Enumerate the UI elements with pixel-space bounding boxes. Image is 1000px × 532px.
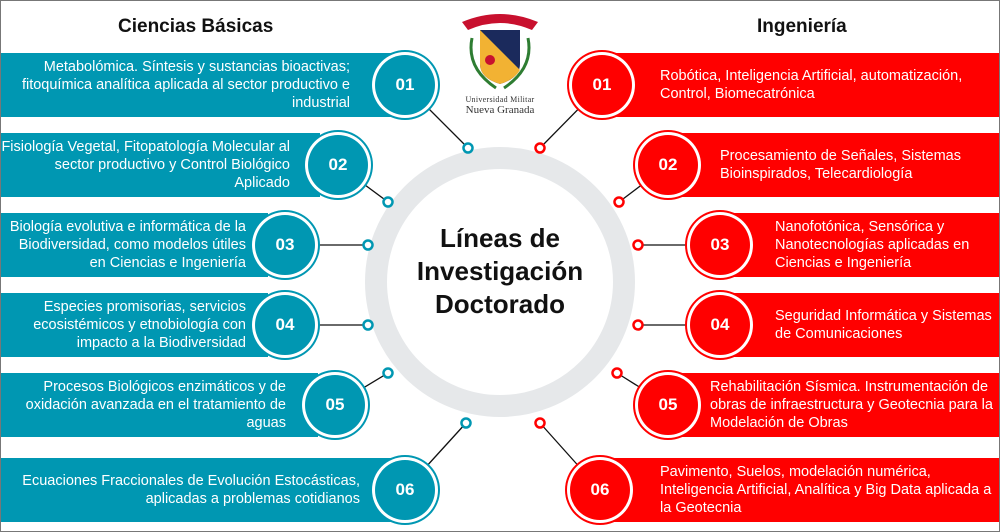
- ring-dot: [611, 367, 623, 379]
- line-text: Fisiología Vegetal, Fitopatología Molecu…: [1, 139, 290, 191]
- ring-dot: [460, 417, 472, 429]
- ingenieria-line-05: Rehabilitación Sísmica. Instrumentación …: [678, 373, 1000, 437]
- center-title-line: Doctorado: [435, 289, 565, 319]
- number-badge: 05: [305, 375, 365, 435]
- ring-dot: [534, 142, 546, 154]
- center-title: Líneas de Investigación Doctorado: [400, 222, 600, 321]
- header-ciencias-basicas: Ciencias Básicas: [118, 16, 274, 37]
- line-text: Pavimento, Suelos, modelación numérica, …: [660, 464, 992, 516]
- line-text: Procesos Biológicos enzimáticos y de oxi…: [25, 379, 286, 431]
- number-badge: 02: [638, 135, 698, 195]
- number-badge: 06: [570, 460, 630, 520]
- line-text: Biología evolutiva e informática de la B…: [9, 219, 246, 271]
- ring-dot: [382, 196, 394, 208]
- center-title-line: Líneas de: [440, 223, 560, 253]
- ring-dot: [462, 142, 474, 154]
- center-title-line: Investigación: [416, 256, 584, 286]
- ingenieria-line-04: Seguridad Informática y Sistemas de Comu…: [730, 293, 1000, 357]
- university-logo: Universidad Militar Nueva Granada: [452, 8, 548, 120]
- ring-dot: [362, 319, 374, 331]
- ciencias-line-04: Especies promisorias, servicios ecosisté…: [0, 293, 268, 357]
- number-badge: 04: [255, 295, 315, 355]
- line-text: Robótica, Inteligencia Artificial, autom…: [660, 68, 963, 102]
- line-text: Especies promisorias, servicios ecosisté…: [33, 299, 246, 351]
- number-badge: 02: [308, 135, 368, 195]
- line-text: Metabolómica. Síntesis y sustancias bioa…: [21, 59, 350, 111]
- ciencias-line-05: Procesos Biológicos enzimáticos y de oxi…: [0, 373, 318, 437]
- ring-dot: [362, 239, 374, 251]
- header-ingenieria: Ingeniería: [757, 16, 847, 37]
- ring-dot: [382, 367, 394, 379]
- ingenieria-line-02: Procesamiento de Señales, Sistemas Bioin…: [678, 133, 1000, 197]
- number-badge: 04: [690, 295, 750, 355]
- number-badge: 01: [572, 55, 632, 115]
- number-badge: 01: [375, 55, 435, 115]
- logo-text-line1: Universidad Militar: [465, 95, 535, 104]
- ciencias-line-06: Ecuaciones Fraccionales de Evolución Est…: [0, 458, 392, 522]
- ring-dot: [534, 417, 546, 429]
- ring-dot: [632, 239, 644, 251]
- number-badge: 06: [375, 460, 435, 520]
- line-text: Rehabilitación Sísmica. Instrumentación …: [710, 379, 993, 431]
- line-text: Ecuaciones Fraccionales de Evolución Est…: [22, 473, 360, 507]
- ingenieria-line-03: Nanofotónica, Sensórica y Nanotecnología…: [730, 213, 1000, 277]
- ciencias-line-03: Biología evolutiva e informática de la B…: [0, 213, 268, 277]
- ring-dot: [613, 196, 625, 208]
- line-text: Seguridad Informática y Sistemas de Comu…: [775, 308, 992, 342]
- ingenieria-line-01: Robótica, Inteligencia Artificial, autom…: [608, 53, 1000, 117]
- number-badge: 03: [690, 215, 750, 275]
- number-badge: 03: [255, 215, 315, 275]
- logo-text-line2: Nueva Granada: [465, 104, 535, 116]
- ingenieria-line-06: Pavimento, Suelos, modelación numérica, …: [608, 458, 1000, 522]
- number-badge: 05: [638, 375, 698, 435]
- ciencias-line-02: Fisiología Vegetal, Fitopatología Molecu…: [0, 133, 320, 197]
- line-text: Procesamiento de Señales, Sistemas Bioin…: [720, 148, 961, 182]
- ring-dot: [632, 319, 644, 331]
- ciencias-line-01: Metabolómica. Síntesis y sustancias bioa…: [0, 53, 392, 117]
- line-text: Nanofotónica, Sensórica y Nanotecnología…: [775, 219, 970, 271]
- center-ring: [365, 147, 635, 417]
- crest-icon: [462, 14, 538, 90]
